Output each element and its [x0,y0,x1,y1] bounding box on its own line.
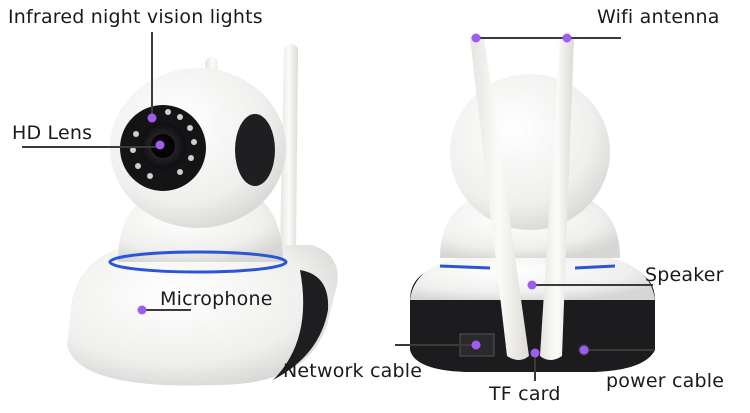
infrared-lights-leader-line [151,32,153,118]
speaker-marker-dot [527,280,537,290]
power-cable-label: power cable [606,370,725,392]
tf-card-label: TF card [489,383,561,405]
microphone-marker-dot [137,305,147,315]
network-cable-marker-dot [471,340,481,350]
hd-lens-marker-dot [155,140,165,150]
hd-lens-label: HD Lens [12,122,93,144]
wifi-antenna-label: Wifi antenna [597,6,720,28]
infrared-lights-marker-dot [147,113,157,123]
hd-lens-leader-line [22,146,160,148]
speaker-leader-line [533,284,653,286]
tf-card-marker-dot [530,348,540,358]
microphone-leader-line [143,309,191,311]
power-cable-leader-line [585,349,655,351]
microphone-label: Microphone [160,288,273,310]
network-cable-label: Network cable [283,360,423,382]
network-cable-leader-line [395,344,476,346]
wifi-antenna-marker-dot-left [471,33,481,43]
infrared-lights-label: Infrared night vision lights [8,6,263,28]
wifi-antenna-marker-dot-right [562,33,572,43]
tf-card-leader-line [534,353,536,381]
power-cable-marker-dot [579,345,589,355]
wifi-antenna-leader-line [476,37,621,39]
speaker-label: Speaker [645,264,724,286]
back-camera [410,34,655,372]
